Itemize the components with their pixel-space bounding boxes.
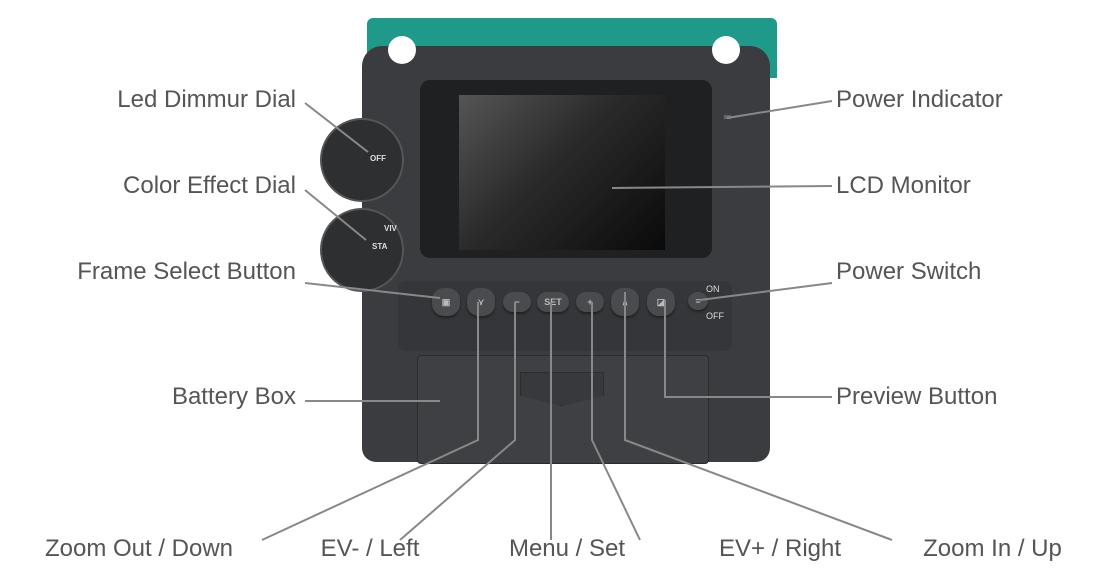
label-ev-plus-right: EV+ / Right [718,535,842,562]
label-menu-set: Menu / Set [508,535,626,562]
mount-hole-left [388,36,416,64]
power-switch: ≡ [688,292,708,310]
label-battery-box: Battery Box [171,383,296,410]
leader-ev-plus [591,302,641,541]
leader-frame-select [304,282,441,299]
switch-on-text: ON [706,284,720,294]
menu-set-button: SET [537,292,569,312]
label-power-switch: Power Switch [836,258,982,285]
led-dimmer-dial: OFF [320,118,404,202]
leader-color-effect [304,189,367,241]
label-zoom-in-up: Zoom In / Up [923,535,1062,562]
ev-minus-left-button: − [503,292,531,312]
dial-off-text: OFF [370,154,386,163]
leader-lcd [611,185,833,189]
leader-zoom-out [261,302,479,541]
leader-power-indicator [726,100,833,119]
label-lcd-monitor: LCD Monitor [836,172,971,199]
label-color-effect-dial: Color Effect Dial [123,172,296,199]
label-power-indicator: Power Indicator [836,86,1003,113]
preview-button: ◪ [647,288,675,316]
leader-led-dimmer [304,102,369,153]
leader-ev-minus [399,302,516,541]
frame-select-button: ▣ [432,288,460,316]
dial-viv-text: VIV [384,224,397,233]
zoom-out-down-button: ⋎ [467,288,495,316]
label-frame-select-button: Frame Select Button [77,258,296,285]
label-ev-minus-left: EV- / Left [320,535,420,562]
color-effect-dial: STA VIV [320,208,404,292]
ev-plus-right-button: + [576,292,604,312]
leader-power-switch [699,282,833,301]
leader-zoom-in [624,292,893,541]
dial-sta-text: STA [372,242,388,251]
lcd-monitor [459,95,665,250]
label-zoom-out-down: Zoom Out / Down [44,535,234,562]
label-preview-button: Preview Button [836,383,998,410]
switch-off-text: OFF [706,311,724,321]
leader-preview [664,300,832,398]
mount-hole-right [712,36,740,64]
label-led-dimmer-dial: Led Dimmur Dial [117,86,296,113]
